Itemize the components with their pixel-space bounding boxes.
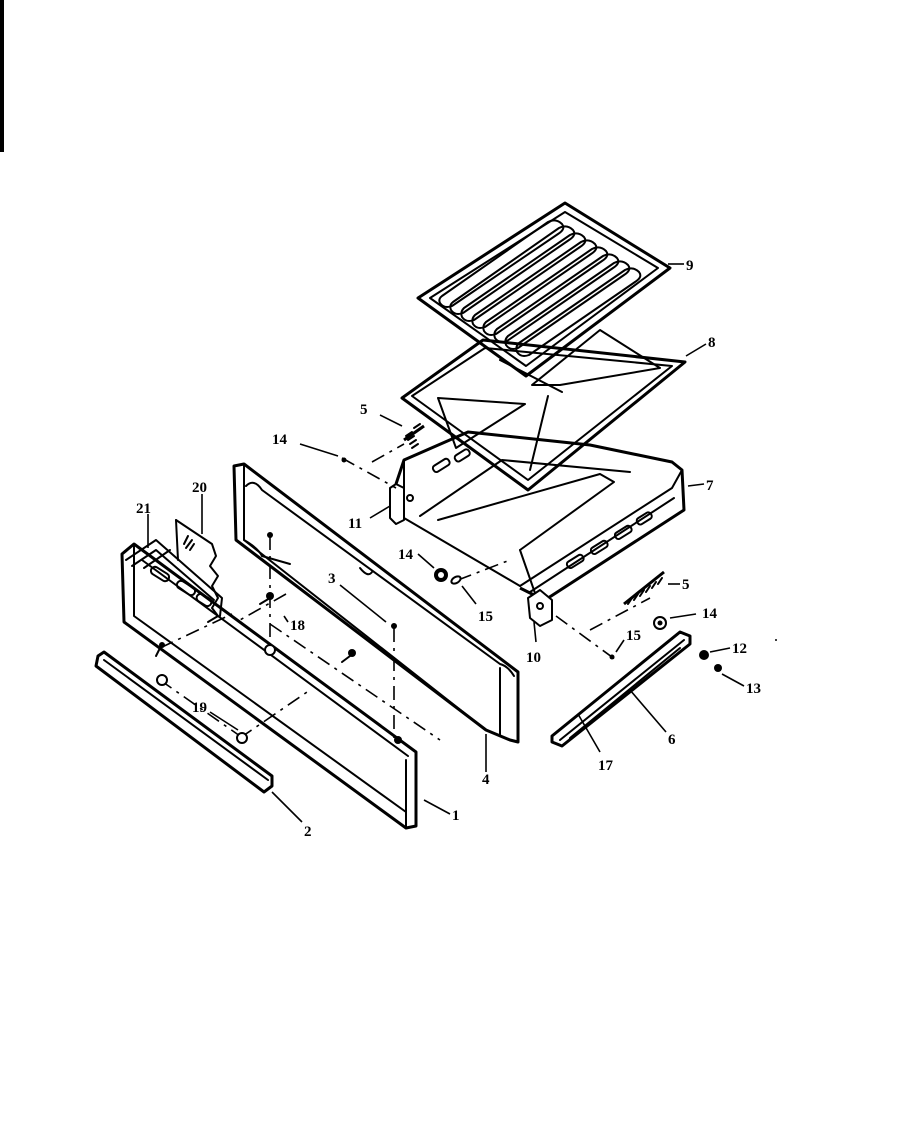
callout-16-lower: 15 bbox=[626, 628, 641, 644]
callout-3: 3 bbox=[328, 571, 336, 587]
callout-9: 9 bbox=[686, 258, 694, 274]
callout-12: 12 bbox=[732, 641, 747, 657]
screw-3b bbox=[391, 623, 397, 629]
callout-16-upper: 14 bbox=[272, 432, 288, 448]
screw-18b bbox=[348, 649, 356, 657]
drawer-handle bbox=[94, 650, 274, 794]
callout-18: 18 bbox=[290, 618, 305, 634]
hardware bbox=[155, 457, 777, 744]
callout-4: 4 bbox=[482, 772, 490, 788]
callout-20: 20 bbox=[192, 480, 207, 496]
broiler-grid bbox=[416, 201, 672, 378]
assembly-centerlines bbox=[159, 443, 651, 741]
callout-19: 19 bbox=[192, 700, 207, 716]
spacer-15 bbox=[450, 575, 462, 585]
callout-6: 6 bbox=[668, 732, 676, 748]
screw-18a bbox=[266, 592, 274, 600]
callout-15: 15 bbox=[478, 609, 493, 625]
callout-labels: 9 8 5 14 7 11 21 20 14 3 15 5 14 18 15 1… bbox=[136, 258, 761, 840]
right-bracket bbox=[527, 589, 553, 627]
broiler-drawer-body bbox=[394, 430, 686, 602]
pin-16b bbox=[609, 654, 615, 660]
callout-10: 10 bbox=[526, 650, 541, 666]
drawer-liner-panel bbox=[232, 462, 520, 744]
callout-11: 11 bbox=[348, 516, 362, 532]
spring-upper bbox=[403, 423, 425, 449]
leader-lines bbox=[147, 263, 745, 823]
screw-13 bbox=[714, 664, 722, 672]
nut-12 bbox=[699, 650, 709, 660]
callout-14-lower: 14 bbox=[702, 606, 718, 622]
callout-21: 21 bbox=[136, 501, 151, 517]
scan-edge-bar bbox=[0, 0, 4, 152]
callout-8: 8 bbox=[708, 335, 716, 351]
left-bracket bbox=[389, 483, 414, 525]
callout-5-lower: 5 bbox=[682, 577, 690, 593]
drawer-slide bbox=[550, 630, 692, 748]
callout-13: 13 bbox=[746, 681, 761, 697]
broiler-pan bbox=[400, 329, 687, 492]
callout-1: 1 bbox=[452, 808, 460, 824]
callout-2: 2 bbox=[304, 824, 312, 840]
drawer-front-frame bbox=[125, 539, 223, 617]
drawer-front-panel bbox=[120, 542, 418, 830]
callout-7: 7 bbox=[706, 478, 714, 494]
callout-17: 17 bbox=[598, 758, 614, 774]
pin-16a bbox=[341, 457, 347, 463]
screw-3a bbox=[267, 532, 273, 538]
insulation-sheet bbox=[175, 519, 219, 623]
spring-lower bbox=[623, 570, 665, 606]
callout-14-upper: 14 bbox=[398, 547, 414, 563]
callout-5-upper: 5 bbox=[360, 402, 368, 418]
